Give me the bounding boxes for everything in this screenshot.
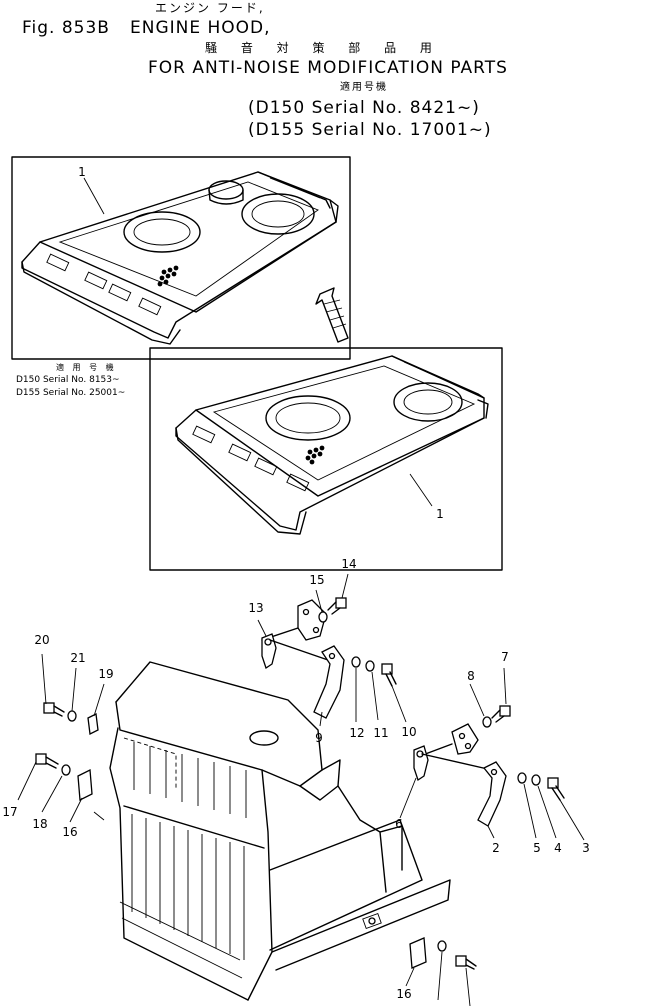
jp-title: エンジン フード,	[155, 1, 265, 15]
washer-5	[517, 772, 527, 784]
callout-6: 6	[395, 817, 403, 831]
bolt-10	[381, 663, 397, 687]
bolt-3	[547, 777, 565, 801]
washer-4	[531, 774, 541, 786]
callout-14: 14	[341, 557, 357, 571]
inset-box-upper	[11, 156, 351, 360]
callout-1-lower: 1	[436, 507, 444, 521]
washer-12	[351, 656, 361, 668]
callout-12: 12	[349, 726, 365, 740]
bolt-17	[35, 753, 59, 769]
callout-4: 4	[554, 841, 562, 855]
washer-18	[61, 764, 71, 776]
callout-16-bottom: 16	[396, 987, 412, 1001]
serial-range-d150: (D150 Serial No. 8421~)	[248, 98, 480, 118]
engine-hood-assembly	[109, 661, 451, 1001]
callout-5: 5	[533, 841, 541, 855]
inset-serial-d150: D150 Serial No. 8153~	[16, 375, 120, 385]
washer-11	[365, 660, 375, 672]
callout-11: 11	[373, 726, 389, 740]
inset-serial-d155: D155 Serial No. 25001~	[16, 388, 126, 398]
washer-bottom	[437, 940, 447, 952]
hinge-6	[413, 745, 429, 782]
callout-3: 3	[582, 841, 590, 855]
callout-9: 9	[315, 731, 323, 745]
inset-box-lower	[149, 347, 503, 571]
jp-subtitle: 騒 音 対 策 部 品 用	[205, 41, 442, 55]
callout-19: 19	[98, 667, 114, 681]
callout-17: 17	[2, 805, 18, 819]
callout-21: 21	[70, 651, 86, 665]
callout-7: 7	[501, 650, 509, 664]
callout-15: 15	[309, 573, 325, 587]
callout-8: 8	[467, 669, 475, 683]
washer-21	[67, 710, 77, 722]
washer-15	[318, 611, 328, 623]
engine-hood-lower	[175, 355, 489, 535]
callout-10: 10	[401, 725, 417, 739]
pad-16-bottom	[409, 937, 427, 969]
page-title: ENGINE HOOD,	[130, 18, 271, 38]
callout-1-upper: 1	[78, 165, 86, 179]
latch-hook-9	[313, 645, 345, 719]
callout-20: 20	[34, 633, 50, 647]
callout-2: 2	[492, 841, 500, 855]
bolt-bottom	[455, 955, 477, 970]
pad-19	[87, 713, 99, 735]
latch-hook-2	[477, 761, 507, 827]
bolt-14	[327, 597, 347, 615]
hinge-13	[261, 633, 277, 670]
bolt-20	[43, 702, 65, 717]
engine-hood-upper	[21, 171, 349, 345]
latch-rod-left	[269, 639, 329, 661]
washer-8	[482, 716, 492, 728]
inset-jp-applicable: 適 用 号 機	[56, 363, 117, 372]
latch-rod-right	[421, 753, 493, 771]
leader-lines	[17, 177, 585, 1007]
bolt-7	[491, 705, 511, 723]
subtitle: FOR ANTI-NOISE MODIFICATION PARTS	[148, 58, 508, 78]
figure-number: Fig. 853B	[22, 18, 110, 38]
callout-18: 18	[32, 817, 48, 831]
jp-applicable-label: 適用号機	[340, 82, 388, 93]
latch-bracket-8	[419, 723, 479, 757]
callout-13: 13	[248, 601, 264, 615]
callout-16-left: 16	[62, 825, 78, 839]
serial-range-d155: (D155 Serial No. 17001~)	[248, 120, 492, 140]
pad-16-left	[77, 768, 93, 802]
